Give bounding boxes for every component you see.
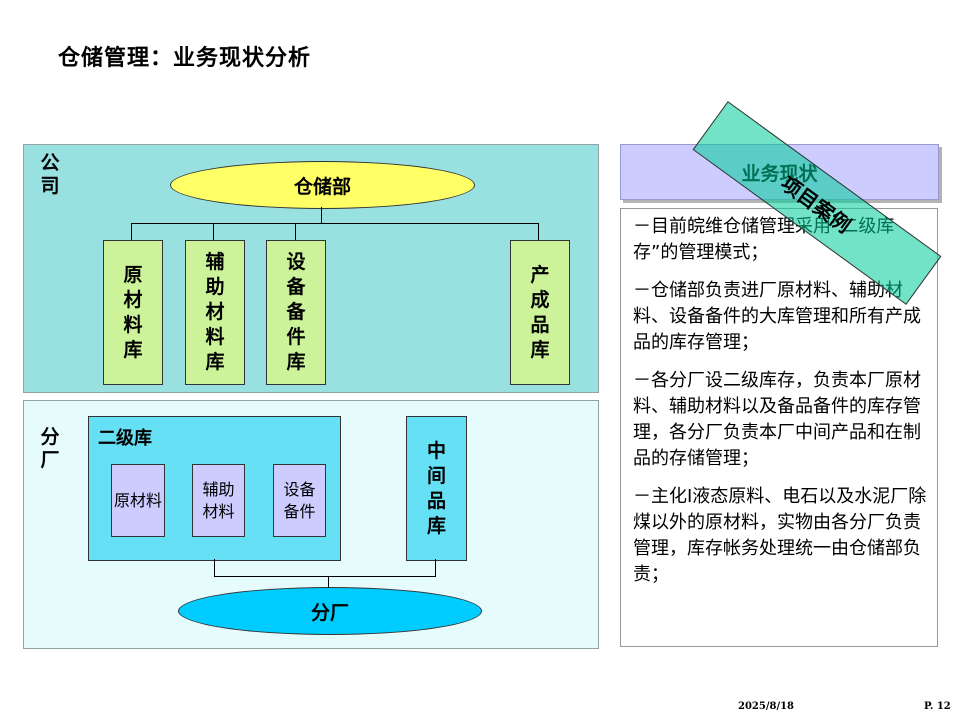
raw-material-store: 原材料库: [103, 240, 163, 385]
sub-store-auxiliary: 辅助材料: [192, 464, 245, 537]
intermediate-store: 中间品库: [406, 416, 467, 561]
sub-store-equipment: 设备备件: [273, 464, 326, 537]
connector-drop: [538, 223, 539, 240]
equipment-parts-store: 设备备件库: [266, 240, 326, 385]
footer-date: 2025/8/18: [738, 701, 795, 712]
sub-store-raw-material: 原材料: [111, 464, 165, 537]
connector-drop: [131, 223, 132, 240]
branch-label: 分厂: [40, 426, 60, 471]
connector-horizontal: [131, 223, 539, 224]
auxiliary-material-store: 辅助材料库: [185, 240, 245, 385]
connector-rise: [435, 559, 436, 576]
connector-drop: [295, 223, 296, 240]
warehouse-department-node: 仓储部: [170, 161, 475, 209]
connector-horizontal: [214, 576, 436, 577]
connector-vertical: [328, 576, 329, 587]
status-paragraph: －主化Ⅰ液态原料、电石以及水泥厂除煤以外的原材料，实物由各分厂负责管理，库存帐务…: [633, 486, 927, 585]
connector-vertical: [321, 207, 322, 224]
secondary-store-title: 二级库: [98, 428, 152, 449]
finished-product-store: 产成品库: [510, 240, 570, 385]
status-paragraph: －仓储部负责进厂原材料、辅助材料、设备备件的大库管理和所有产成品的库存管理；: [633, 280, 921, 353]
page-title: 仓储管理：业务现状分析: [58, 46, 312, 71]
page-number: P. 12: [924, 701, 951, 712]
branch-plant-node: 分厂: [178, 587, 482, 635]
status-paragraph: －各分厂设二级库存，负责本厂原材料、辅助材料以及备品备件的库存管理，各分厂负责本…: [633, 370, 921, 469]
connector-rise: [214, 559, 215, 576]
company-label: 公司: [40, 152, 60, 197]
connector-drop: [213, 223, 214, 240]
